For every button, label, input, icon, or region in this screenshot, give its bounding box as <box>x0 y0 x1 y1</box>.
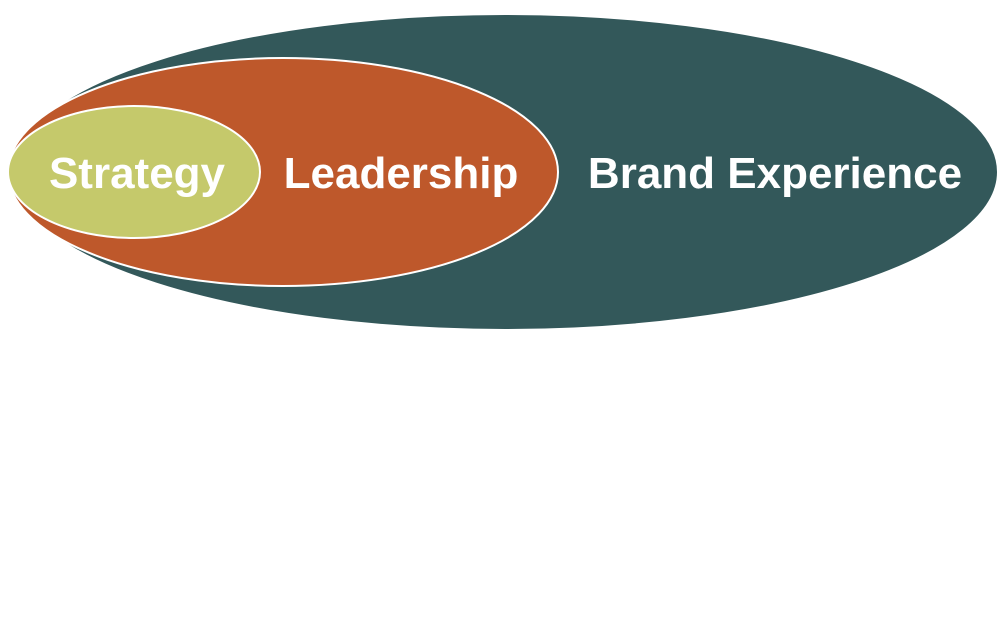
brand-experience-label: Brand Experience <box>588 149 962 198</box>
strategy-label: Strategy <box>49 149 226 198</box>
leadership-label: Leadership <box>284 149 519 198</box>
strategy-ellipse <box>7 105 261 239</box>
